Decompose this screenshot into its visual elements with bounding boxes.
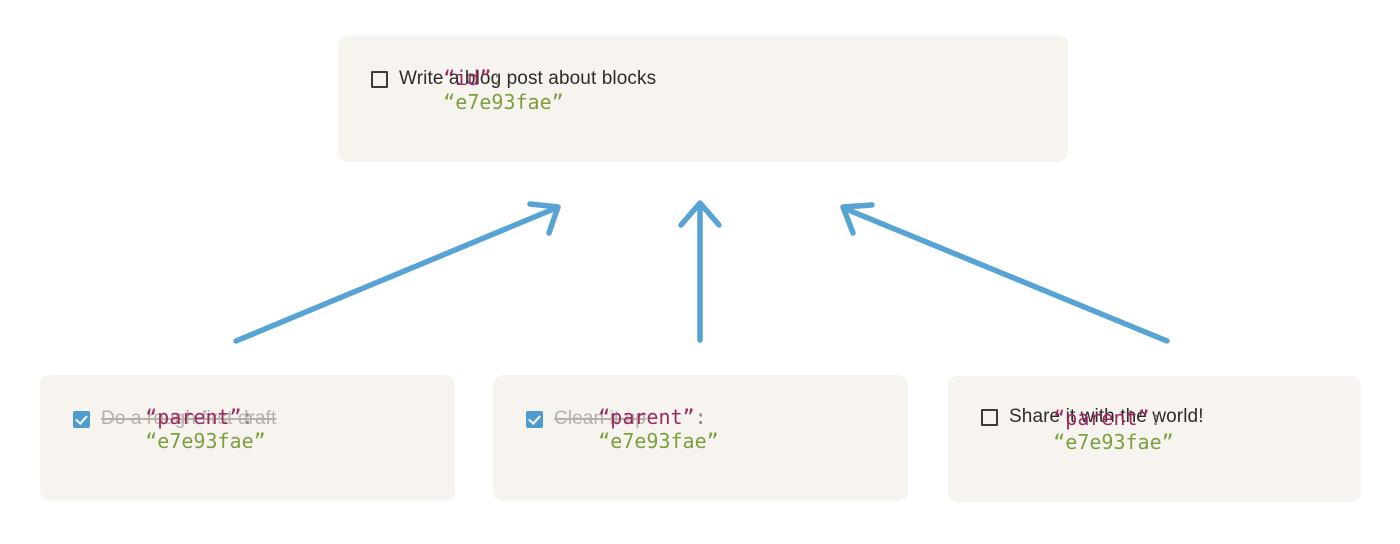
child-1-json-colon: : <box>241 405 254 429</box>
child-3-json-row: “parent”: “e7e93fae” <box>981 382 1174 478</box>
child-2-json-colon: : <box>694 405 707 429</box>
checkbox-unchecked-icon[interactable] <box>371 70 388 88</box>
parent-json-row: “id”: “e7e93fae” <box>371 42 564 138</box>
parent-block-card[interactable]: Write a blog post about blocks “id”: “e7… <box>338 35 1068 162</box>
child-3-task-label: Share it with the world! <box>1009 406 1204 427</box>
child-3-json-value: “e7e93fae” <box>1053 430 1174 454</box>
parent-task-row: Write a blog post about blocks <box>371 68 656 90</box>
arrow-child3-to-parent <box>840 202 1170 344</box>
child-2-json-value: “e7e93fae” <box>598 429 719 453</box>
child-3-json-key: “parent” <box>1053 406 1150 430</box>
child-3-task-row: Share it with the world! <box>981 406 1204 428</box>
checkbox-unchecked-icon[interactable] <box>981 408 998 426</box>
child-2-task-row: Clean it up <box>526 408 646 430</box>
child-2-task-label: Clean it up <box>554 408 646 429</box>
arrow-child2-to-parent <box>678 200 722 343</box>
parent-json-value: “e7e93fae” <box>443 90 564 114</box>
parent-json-colon: : <box>491 66 504 90</box>
child-1-task-row: Do a rough first draft <box>73 408 276 430</box>
parent-json-key: “id” <box>443 66 492 90</box>
child-3-json-colon: : <box>1149 406 1162 430</box>
child-1-task-label: Do a rough first draft <box>101 408 277 429</box>
child-block-card-1[interactable]: Do a rough first draft “parent”: “e7e93f… <box>40 375 455 501</box>
child-1-json-value: “e7e93fae” <box>145 429 266 453</box>
child-block-card-2[interactable]: Clean it up “parent”: “e7e93fae” <box>493 375 908 501</box>
child-1-json-key: “parent” <box>145 405 242 429</box>
child-2-json-row: “parent”: “e7e93fae” <box>526 381 719 477</box>
checkbox-checked-icon[interactable] <box>526 410 543 428</box>
checkbox-checked-icon[interactable] <box>73 410 90 428</box>
child-1-json-row: “parent”: “e7e93fae” <box>73 381 266 477</box>
parent-task-label: Write a blog post about blocks <box>399 68 657 89</box>
child-block-card-3[interactable]: Share it with the world! “parent”: “e7e9… <box>948 376 1361 502</box>
arrow-child1-to-parent <box>233 201 561 344</box>
child-2-json-key: “parent” <box>598 405 695 429</box>
